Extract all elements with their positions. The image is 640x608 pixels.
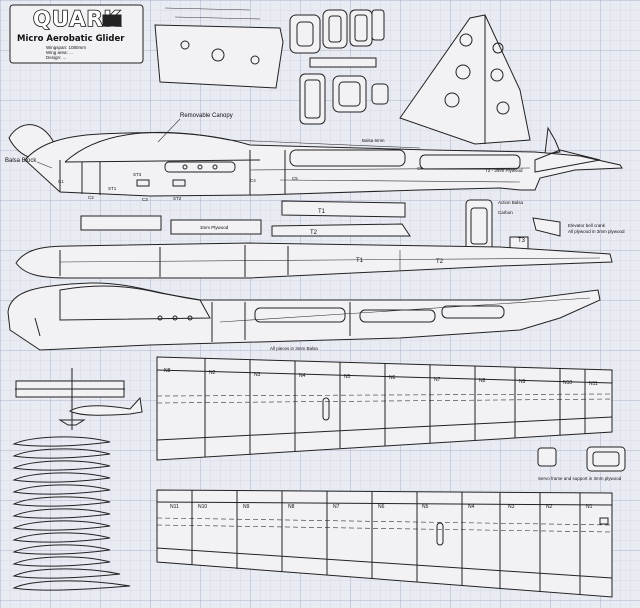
- rib-upper-8: N8: [479, 378, 486, 384]
- label-t2-top: T2: [310, 230, 318, 236]
- rib-lower-3: N9: [243, 504, 250, 510]
- rib-lower-11: N1: [586, 504, 593, 510]
- subtitle-text: Micro Aerobatic Glider: [17, 34, 125, 44]
- rib-upper-2: N2: [209, 370, 216, 376]
- label-plywood-t2: T2 - 3mm Plywood: [485, 168, 523, 173]
- label-st3: ST3: [133, 172, 142, 177]
- label-3mm-plywood: 3mm Plywood: [200, 225, 229, 230]
- rib-upper-10: N10: [563, 380, 572, 386]
- rib-lower-4: N8: [288, 504, 295, 510]
- label-servo-note: Servo frame and support in 3mm plywood: [538, 476, 622, 481]
- fuselage-lower-side: [7, 282, 601, 351]
- formers-group: [289, 9, 389, 125]
- title-block: QUARK Micro Aerobatic Glider Wingspan: 1…: [9, 4, 144, 64]
- rib-lower-1: N11: [170, 504, 179, 510]
- label-c4: C4: [250, 178, 256, 183]
- spec-line-2: Wing area: ...: [46, 50, 73, 55]
- wing-panel-upper: [156, 356, 613, 461]
- label-balsa-block: Balsa Block: [5, 158, 37, 164]
- rib-upper-4: N4: [299, 373, 306, 379]
- label-c3: C3: [142, 197, 148, 202]
- label-carbon: Carbon: [498, 210, 513, 215]
- rib-upper-9: N9: [519, 379, 526, 385]
- label-wing-note: All pieces in 3mm Balsa: [270, 346, 318, 351]
- label-action-balsa: Action Balsa: [498, 200, 524, 205]
- rib-lower-7: N5: [422, 504, 429, 510]
- tail-fin-template: [154, 24, 284, 89]
- label-removable-canopy: Removable Canopy: [180, 113, 233, 119]
- part-t1-top: [281, 200, 406, 218]
- label-c6: C6: [417, 166, 423, 171]
- label-st2: ST2: [173, 196, 182, 201]
- rib-upper-6: N6: [389, 375, 396, 381]
- rib-upper-5: N5: [344, 374, 351, 380]
- spec-line-3: Design: ...: [46, 55, 66, 60]
- rib-upper-1: N8: [164, 368, 171, 374]
- part-t2-top: [271, 223, 411, 237]
- rib-lower-10: N2: [546, 504, 553, 510]
- label-elevator-bellcrank: Elevator bell crank: [568, 223, 606, 228]
- label-c5: C5: [292, 176, 298, 181]
- label-t1-top: T1: [318, 209, 326, 215]
- fuselage-top-view: [15, 242, 613, 279]
- label-c2: C2: [88, 195, 94, 200]
- rib-lower-5: N7: [333, 504, 340, 510]
- rib-upper-7: N7: [434, 377, 441, 383]
- plane-side-view: [68, 396, 143, 416]
- rib-lower-2: N10: [198, 504, 207, 510]
- fuselage-side-view: [24, 131, 623, 197]
- rib-lower-8: N4: [468, 504, 475, 510]
- rib-lower-6: N6: [378, 504, 385, 510]
- label-c1: C1: [58, 179, 64, 184]
- vertical-fin: [399, 14, 531, 145]
- wing-panel-lower: [156, 489, 613, 598]
- label-st1: ST1: [108, 186, 117, 191]
- label-all-plywood: All plywood in 3mm plywood: [568, 229, 625, 234]
- label-balsa-6mm: Balsa 6mm: [362, 138, 385, 143]
- rib-upper-3: N3: [254, 372, 261, 378]
- label-t3-side: T3: [518, 238, 526, 244]
- rib-lower-9: N3: [508, 504, 515, 510]
- label-t2-side: T2: [436, 259, 444, 265]
- rib-upper-11: N11: [589, 381, 598, 387]
- spec-line-1: Wingspan: 1080mm: [46, 45, 86, 50]
- rib-stack: [12, 436, 131, 591]
- label-t1-side: T1: [356, 258, 364, 264]
- plane-top-view: [15, 368, 125, 430]
